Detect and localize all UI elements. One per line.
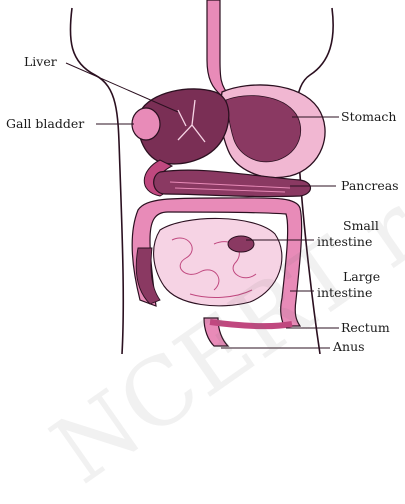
label-small-intestine-line1: Small bbox=[343, 219, 379, 233]
rectum-connector bbox=[210, 322, 292, 326]
label-large-intestine-line2: intestine bbox=[317, 286, 372, 300]
label-liver: Liver bbox=[24, 55, 57, 69]
label-pancreas: Pancreas bbox=[341, 179, 399, 193]
diagram-illustration bbox=[0, 0, 405, 354]
label-gall-bladder: Gall bladder bbox=[6, 117, 84, 131]
label-rectum: Rectum bbox=[341, 321, 390, 335]
label-large-intestine-line1: Large bbox=[343, 270, 380, 284]
label-small-intestine-line2: intestine bbox=[317, 235, 372, 249]
small-intestine bbox=[154, 218, 282, 305]
gall-bladder bbox=[132, 108, 160, 140]
label-anus: Anus bbox=[333, 340, 365, 354]
small-intestine-junction bbox=[228, 236, 254, 252]
body-outline-left bbox=[70, 8, 123, 354]
digestive-system-diagram: NCERT republished Liver Gall bladder Sto… bbox=[0, 0, 405, 354]
liver-leader bbox=[66, 63, 178, 112]
oesophagus bbox=[207, 0, 230, 96]
label-stomach: Stomach bbox=[341, 110, 396, 124]
